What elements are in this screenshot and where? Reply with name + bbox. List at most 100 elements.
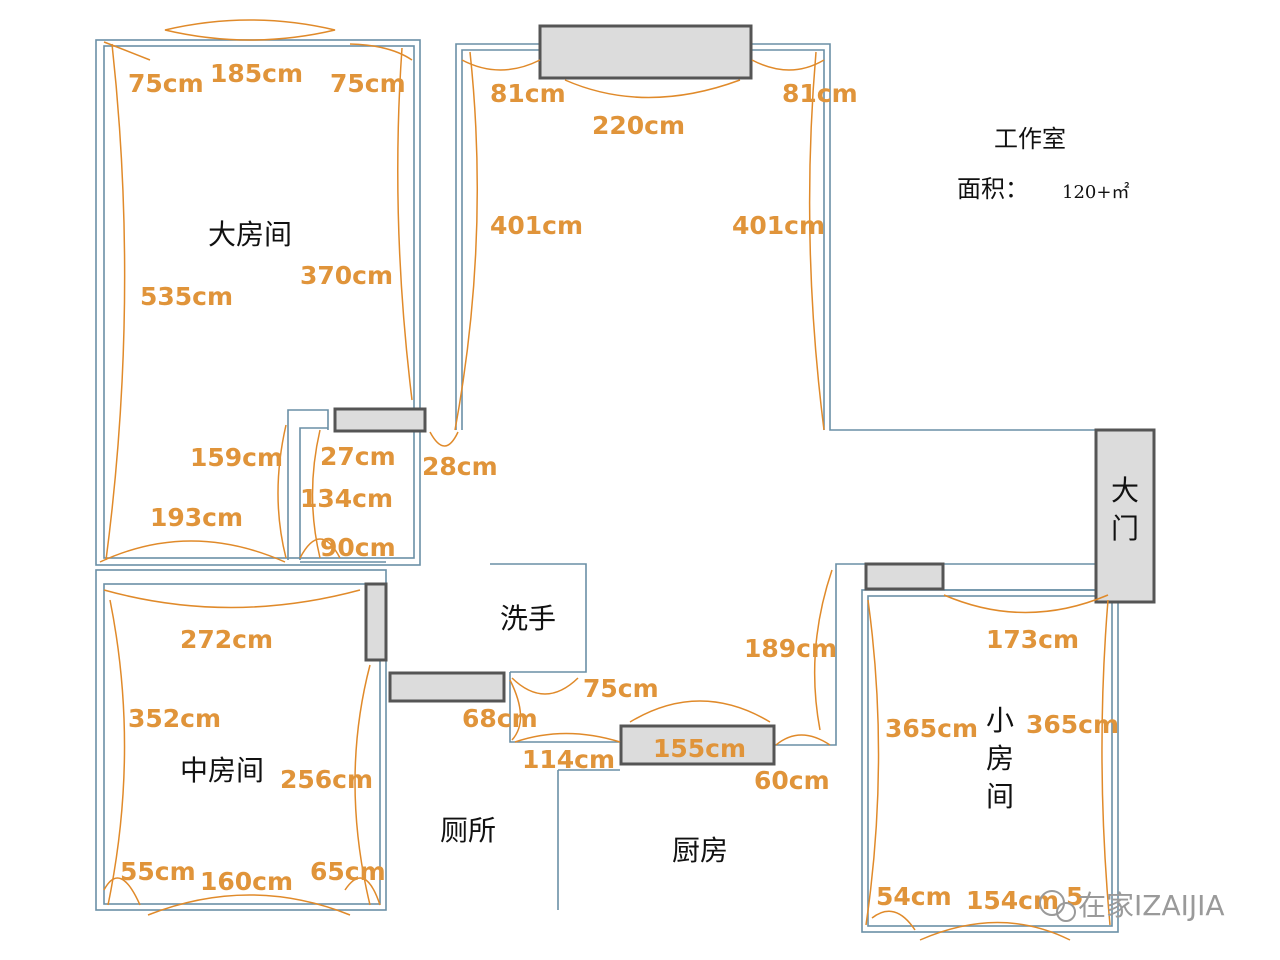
label-door-2: 门 — [1111, 512, 1139, 545]
measure-small-top: 173cm — [986, 625, 1079, 654]
curtain-bath-75 — [511, 677, 579, 695]
window-hall-top — [538, 24, 753, 80]
wall-middle-room-inner — [103, 583, 381, 905]
label-door-1: 大 — [1111, 474, 1139, 507]
curtain-hall-220 — [564, 79, 741, 99]
label-toilet: 厕所 — [440, 814, 496, 847]
wall-corridor — [287, 409, 329, 560]
measure-big-right: 370cm — [300, 261, 393, 290]
measure-hall-401-left: 401cm — [490, 211, 583, 240]
measure-big-lower-left: 159cm — [190, 443, 283, 472]
measure-small-left: 365cm — [885, 714, 978, 743]
window-middle-right — [364, 582, 388, 662]
area-label: 面积： — [957, 175, 1029, 203]
window-small-top — [864, 562, 945, 591]
watermark: 在家IZAIJIA — [1039, 889, 1225, 922]
wechat-icon-2 — [1056, 902, 1076, 922]
measure-mid-bot-left: 55cm — [120, 857, 196, 886]
curtain-kitchen-155 — [629, 700, 771, 723]
measure-mid-bot-right: 65cm — [310, 857, 386, 886]
wall-small-room-outer — [861, 589, 1119, 933]
measure-big-top-left: 75cm — [128, 69, 204, 98]
curtain-corr-134 — [311, 429, 321, 559]
window-kitchen — [619, 724, 776, 766]
measure-hall-220: 220cm — [592, 111, 685, 140]
curtain-big-top — [164, 19, 336, 41]
curtain-mid-br — [344, 877, 381, 906]
main-door — [1094, 428, 1156, 604]
wall-wash — [490, 563, 587, 673]
measure-big-top-mid: 185cm — [210, 59, 303, 88]
wall-big-room-inner — [103, 45, 415, 559]
curtain-kitchen-60 — [775, 734, 831, 746]
measure-kitchen-189: 189cm — [744, 634, 837, 663]
measure-bath-68: 68cm — [462, 704, 538, 733]
measure-hall-90: 90cm — [320, 533, 396, 562]
measure-kitchen-60: 60cm — [754, 766, 830, 795]
walls — [95, 39, 1119, 933]
curtain-mid-bottom — [147, 894, 351, 916]
wall-middle-room-outer — [95, 569, 387, 911]
curtain-mid-left — [107, 599, 126, 906]
curtain-small-left — [865, 599, 880, 926]
window-bath — [388, 671, 506, 703]
curtains — [99, 19, 1111, 941]
curtain-bath-114 — [514, 732, 621, 743]
measure-mid-left: 352cm — [128, 704, 221, 733]
measure-bath-114: 114cm — [522, 745, 615, 774]
curtain-big-159 — [277, 424, 287, 559]
measure-small-right: 365cm — [1026, 710, 1119, 739]
window-corridor — [333, 407, 427, 433]
curtain-kitchen-189 — [813, 569, 833, 731]
curtain-big-left — [105, 43, 126, 561]
label-small-room-1: 小 — [986, 704, 1014, 737]
label-wash: 洗手 — [500, 602, 556, 635]
measurements: 75cm 185cm 75cm 370cm 535cm 159cm 193cm … — [120, 59, 1119, 915]
label-kitchen: 厨房 — [672, 834, 728, 867]
wall-small-room-inner — [867, 595, 1113, 927]
label-small-room-2: 房 — [986, 742, 1014, 775]
curtain-hall-81r — [751, 59, 825, 71]
measure-bath-75: 75cm — [583, 674, 659, 703]
measure-mid-right: 256cm — [280, 765, 373, 794]
curtain-hall-81l — [461, 59, 541, 71]
area-value: 120+㎡ — [1062, 181, 1129, 203]
measure-hall-81-right: 81cm — [782, 79, 858, 108]
measure-small-bot-left: 54cm — [876, 882, 952, 911]
curtain-small-bottom — [919, 921, 1071, 941]
curtain-mid-top — [103, 589, 361, 609]
wall-corridor-inner — [299, 427, 328, 560]
curtain-small-right — [1101, 599, 1111, 926]
measure-big-top-right: 75cm — [330, 69, 406, 98]
curtain-small-top — [943, 594, 1109, 614]
measure-big-left: 535cm — [140, 282, 233, 311]
measure-hall-27: 27cm — [320, 442, 396, 471]
curtain-mid-bl — [103, 877, 141, 906]
curtain-hall-right — [808, 51, 825, 431]
label-big-room: 大房间 — [208, 218, 292, 251]
curtain-bath-68 — [509, 679, 522, 741]
measure-hall-81-left: 81cm — [490, 79, 566, 108]
measure-big-bottom: 193cm — [150, 503, 243, 532]
measure-hall-401-right: 401cm — [732, 211, 825, 240]
label-middle-room: 中房间 — [180, 754, 264, 787]
measure-mid-top: 272cm — [180, 625, 273, 654]
windows — [333, 24, 1156, 766]
measure-kitchen-155: 155cm — [653, 734, 746, 763]
curtain-big-tr — [349, 43, 413, 61]
wall-kitchen-right — [774, 563, 866, 746]
curtain-big-bottom — [99, 540, 286, 563]
measure-mid-bot-mid: 160cm — [200, 867, 293, 896]
label-small-room-3: 间 — [986, 780, 1014, 813]
watermark-text: 在家IZAIJIA — [1078, 889, 1225, 922]
measure-hall-28: 28cm — [422, 452, 498, 481]
curtain-hall-left — [454, 51, 479, 431]
curtain-big-tl — [103, 41, 151, 61]
curtain-mid-right — [354, 664, 371, 906]
curtain-corr-28 — [429, 431, 459, 447]
measure-small-bot-mid: 154cm — [966, 886, 1059, 915]
wall-hall — [455, 43, 1096, 431]
curtain-small-bl — [871, 910, 916, 931]
curtain-big-right — [397, 47, 413, 401]
